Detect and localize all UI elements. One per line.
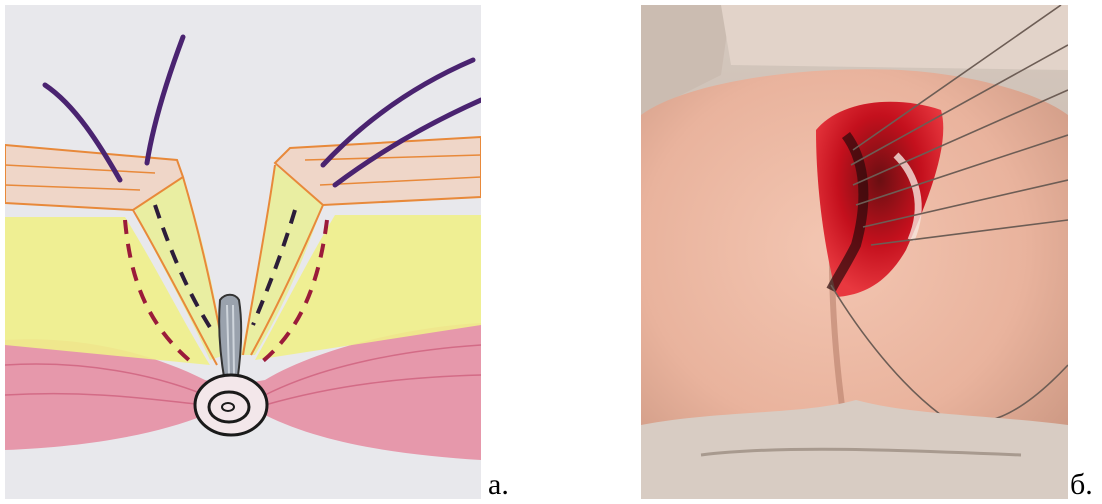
lumen-ring [195, 375, 267, 435]
surgical-photograph [641, 5, 1068, 499]
surgical-photo [641, 5, 1068, 499]
drape [721, 5, 1068, 70]
panel-b-caption: б. [1070, 470, 1093, 500]
panel-a-caption: а. [488, 470, 509, 500]
schematic-illustration [5, 5, 481, 499]
drain-tube [219, 295, 241, 383]
schematic-drawing [5, 5, 481, 499]
